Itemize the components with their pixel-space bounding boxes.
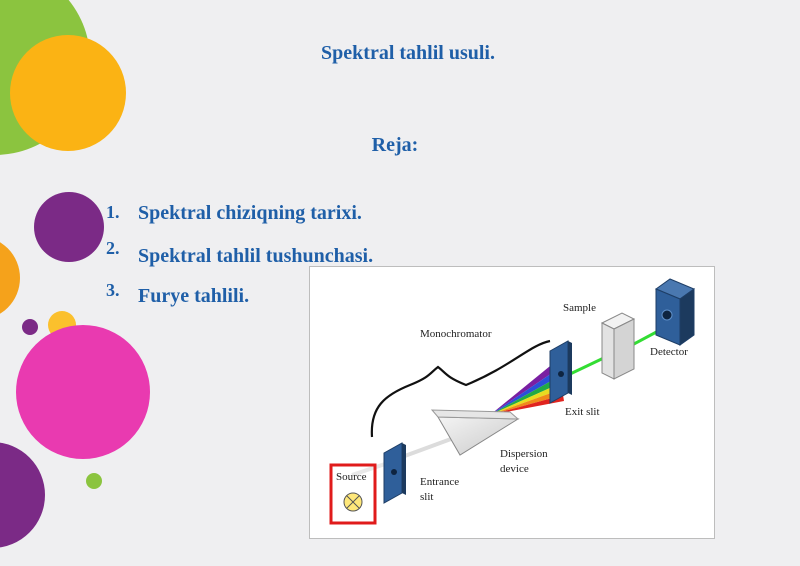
pink-circle [16, 325, 150, 459]
list-number-3: 3. [106, 280, 120, 300]
source-highlight [329, 463, 377, 525]
entrance-slit [383, 442, 406, 504]
green-dot [86, 473, 102, 489]
list-number-1: 1. [106, 202, 120, 222]
detector-label: Detector [650, 346, 688, 358]
list-number-2: 2. [106, 238, 120, 258]
source-label: Source [336, 471, 367, 483]
purple-circle-large [0, 442, 45, 548]
sample-label: Sample [563, 302, 596, 314]
detector [654, 278, 696, 346]
spectrum-fan [490, 362, 564, 415]
plan-heading: Reja: [371, 134, 419, 156]
list-item-3: Furye tahlili. [138, 285, 250, 307]
purple-circle-small [34, 192, 104, 262]
exit-slit [549, 340, 572, 404]
orange-half-circle [0, 242, 20, 314]
orange-circle [10, 35, 126, 151]
source-lamp-icon [343, 492, 363, 512]
dispersion-prism [430, 409, 520, 456]
spectrometer-diagram: Sample Monochromator Detector Exit slit … [309, 266, 715, 539]
monochromator-brace [370, 339, 551, 438]
slide-title: Spektral tahlil usuli. [321, 42, 495, 64]
purple-dot [22, 319, 38, 335]
list-item-1: Spektral chiziqning tarixi. [138, 202, 362, 224]
entrance-label-1: Entrance [420, 476, 459, 488]
exit-slit-label: Exit slit [565, 406, 600, 418]
monochromator-label: Monochromator [420, 328, 492, 340]
dispersion-label-2: device [500, 463, 529, 475]
dispersion-label-1: Dispersion [500, 448, 548, 460]
entrance-label-2: slit [420, 491, 433, 503]
sample-cuvette [600, 312, 636, 380]
list-item-2: Spektral tahlil tushunchasi. [138, 245, 374, 267]
